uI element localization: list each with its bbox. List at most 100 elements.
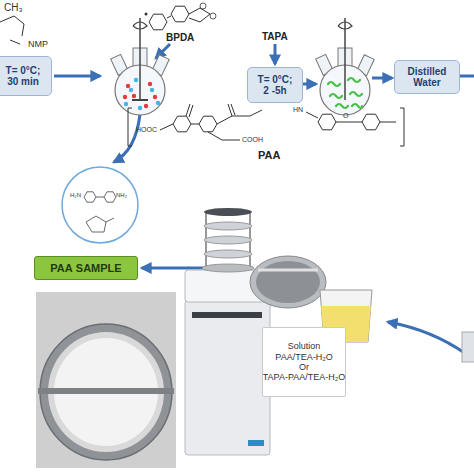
freeze-dryer: [204, 222, 252, 230]
sample-tray: [250, 256, 326, 308]
paa-structure: [228, 104, 235, 116]
process-arrow: [274, 44, 277, 64]
paa-structure: [160, 124, 173, 130]
word: Water: [413, 77, 440, 89]
reaction-flask: [129, 88, 133, 92]
reaction-flask: [348, 78, 360, 82]
word: min: [21, 76, 39, 88]
reaction-flask: [132, 94, 136, 98]
condition-box: T= 0°C; 2 -5h: [247, 67, 303, 103]
bpda-structure: [167, 16, 171, 18]
reaction-flask: [123, 95, 127, 99]
reaction-flask: [156, 101, 160, 105]
reagent-label: BPDA: [166, 33, 194, 43]
result-box: PAA SAMPLE: [34, 256, 138, 280]
word: 0°C;: [272, 74, 292, 86]
nmp-structure: [10, 40, 20, 44]
bpda-structure: [171, 6, 189, 22]
chemical-group: COOH: [242, 136, 263, 143]
process-arrow: [303, 83, 316, 86]
process-box: Distilled Water: [394, 60, 460, 94]
zoom-circle: [96, 197, 104, 198]
zoom-circle: [104, 192, 116, 202]
zoom-circle: [106, 218, 114, 222]
process-arrow: [372, 77, 392, 80]
node-text: PAA SAMPLE: [36, 262, 136, 275]
reaction-flask: [316, 18, 375, 115]
sample-tray: [250, 256, 326, 308]
process-arrow: [460, 75, 474, 78]
sample-tray: [256, 261, 320, 303]
word: Or: [299, 362, 309, 372]
sample-tray: [258, 269, 318, 272]
freeze-dryer: [204, 250, 252, 258]
reaction-flask: [344, 18, 346, 100]
paa-structure: [336, 122, 362, 123]
reaction-flask: [330, 94, 342, 98]
reaction-flask: [139, 18, 141, 100]
bpda-structure: [200, 3, 206, 9]
paa-structure: [306, 112, 318, 118]
paa-structure: [208, 132, 240, 140]
reaction-flask: [132, 99, 148, 101]
beaker: [316, 286, 318, 290]
process-arrow: [114, 114, 140, 162]
process-arrow: [142, 267, 203, 270]
word: SAMPLE: [76, 262, 122, 275]
device-fragment: [462, 332, 474, 362]
process-arrow: [156, 44, 170, 58]
reaction-flask: [133, 22, 147, 29]
zoom-circle: [62, 167, 138, 243]
word: TAPA-PAA/TEA-H₂O: [263, 372, 346, 382]
reagent-label: TAPA: [262, 32, 288, 42]
chemical-group: O: [343, 112, 348, 119]
paa-structure: [199, 116, 217, 132]
paa-structure: [362, 114, 380, 130]
process-arrow: [54, 75, 100, 78]
bpda-structure: [145, 13, 148, 16]
reaction-flask: [328, 78, 362, 108]
reaction-flask: [336, 104, 348, 108]
nmp-structure: [0, 16, 24, 36]
process-arrow: [388, 322, 466, 354]
word: PAA/TEA-H₂O: [275, 352, 332, 362]
freeze-dryer: [248, 440, 264, 446]
solution-box: Solution PAA/TEA-H₂O Or TAPA-PAA/TEA-H₂O: [262, 327, 346, 397]
reaction-flask: [352, 104, 362, 108]
node-text: T= 0°C; 30 min: [2, 65, 44, 88]
zoom-circle: [84, 192, 96, 202]
paa-structure: [318, 114, 336, 130]
chemical-group: H₂N: [70, 192, 81, 198]
word: 0°C;: [20, 65, 40, 77]
reaction-flask: [126, 84, 130, 88]
solvent-label: NMP: [28, 40, 48, 49]
word: 30: [7, 76, 18, 88]
chemical-group: HOOC: [136, 126, 157, 133]
bpda-structure: [145, 3, 217, 30]
freeze-dryer: [204, 236, 252, 244]
reaction-flask: [124, 102, 128, 106]
freeze-dryer: [185, 208, 270, 455]
paa-structure: [128, 104, 404, 146]
bpda-structure: [210, 13, 216, 19]
node-text: Distilled Water: [402, 66, 452, 89]
freeze-dryer: [202, 264, 254, 272]
reaction-flask: [150, 88, 154, 92]
paa-structure: [400, 108, 404, 146]
paa-structure: [173, 116, 191, 132]
word: -5h: [272, 85, 287, 97]
sample-dish: [36, 292, 176, 468]
reaction-flask: [153, 95, 157, 99]
reaction-flask: [138, 106, 142, 110]
condition-box: T= 0°C; 30 min: [0, 56, 52, 96]
bpda-structure: [189, 8, 210, 22]
reaction-flask: [350, 92, 362, 96]
node-text: Solution PAA/TEA-H₂O Or TAPA-PAA/TEA-H₂O: [272, 341, 336, 382]
sample-dish: [38, 388, 174, 394]
reaction-flask: [148, 82, 152, 86]
word: Solution: [288, 341, 321, 351]
chemical-group: HN: [293, 106, 303, 113]
chemical-group: CH₃: [4, 3, 23, 13]
word: PAA: [50, 262, 72, 275]
